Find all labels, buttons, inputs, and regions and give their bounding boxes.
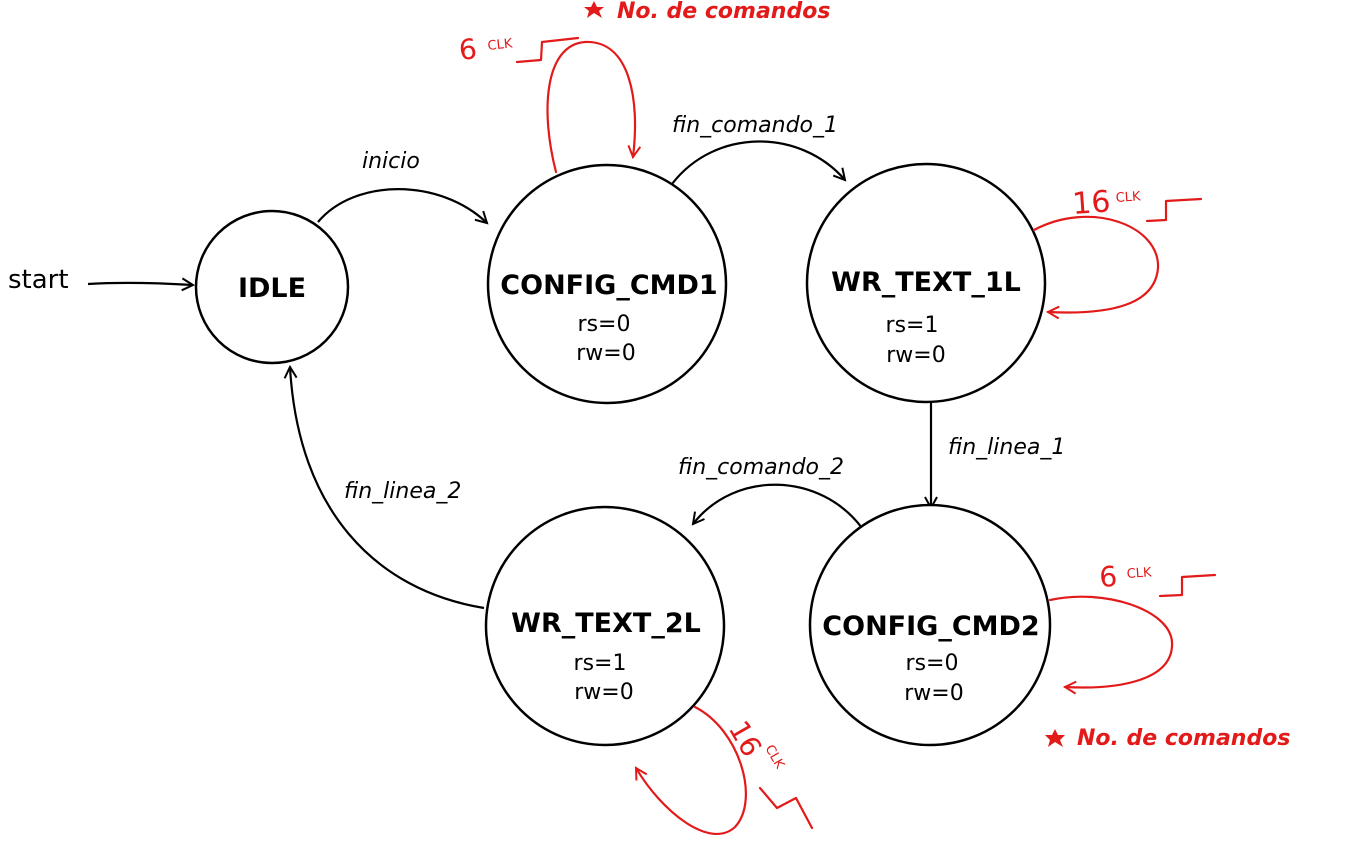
state-wr-text-1l: WR_TEXT_1L rs=1 rw=0 — [805, 162, 1047, 404]
state-config-cmd1-rs: rs=0 — [578, 312, 631, 337]
clk-count-config-cmd1: 6 — [457, 32, 478, 67]
note-bottom-text: No. de comandos — [1077, 726, 1290, 751]
self-loop-wr-text-1l: 16 CLK — [1032, 184, 1203, 313]
clk-unit-wr-text-2l: CLK — [762, 743, 788, 772]
label-fin-comando-1: fin_comando_1 — [672, 113, 838, 138]
state-wr-text-1l-rw: rw=0 — [886, 343, 945, 368]
edge-inicio — [317, 188, 487, 223]
clk-unit-config-cmd1: CLK — [487, 36, 514, 54]
label-fin-comando-2: fin_comando_2 — [678, 455, 844, 480]
state-config-cmd1: CONFIG_CMD1 rs=0 rw=0 — [486, 163, 728, 405]
state-wr-text-1l-name: WR_TEXT_1L — [831, 267, 1021, 298]
clk-unit-config-cmd2: CLK — [1126, 565, 1152, 582]
loop-arrow-config-cmd1 — [546, 40, 636, 174]
loop-arrow-wr-text-2l — [634, 705, 747, 835]
clock-edge-icon — [515, 36, 580, 64]
state-config-cmd2-name: CONFIG_CMD2 — [822, 611, 1039, 642]
clock-edge-icon — [1145, 197, 1203, 223]
state-config-cmd1-name: CONFIG_CMD1 — [500, 270, 717, 301]
state-wr-text-2l-rw: rw=0 — [574, 680, 633, 705]
label-fin-linea-1: fin_linea_1 — [948, 435, 1065, 460]
loop-arrow-wr-text-1l — [1032, 215, 1160, 313]
edge-fin-comando-1 — [671, 140, 845, 185]
note-top: No. de comandos — [584, 0, 830, 24]
self-loop-config-cmd2: 6 CLK — [1048, 560, 1217, 688]
state-idle: IDLE — [194, 209, 350, 365]
note-top-text: No. de comandos — [617, 0, 830, 24]
edge-fin-linea-2 — [290, 367, 485, 610]
state-config-cmd1-rw: rw=0 — [576, 341, 635, 366]
clk-count-wr-text-1l: 16 — [1071, 184, 1112, 222]
clk-count-config-cmd2: 6 — [1098, 560, 1118, 594]
clk-unit-wr-text-1l: CLK — [1115, 189, 1141, 206]
clock-edge-icon — [758, 786, 814, 830]
edge-fin-comando-2 — [693, 483, 863, 529]
state-config-cmd2-rw: rw=0 — [904, 681, 963, 706]
star-icon — [1045, 729, 1065, 747]
clk-count-wr-text-2l: 16 — [722, 715, 768, 762]
note-bottom: No. de comandos — [1045, 726, 1290, 751]
state-idle-name: IDLE — [238, 273, 306, 304]
state-wr-text-2l: WR_TEXT_2L rs=1 rw=0 — [484, 505, 726, 747]
state-wr-text-1l-rs: rs=1 — [886, 313, 939, 338]
label-inicio: inicio — [362, 149, 420, 174]
start-arrow — [87, 283, 193, 285]
loop-arrow-config-cmd2 — [1048, 595, 1174, 688]
start-label: start — [8, 265, 69, 295]
clock-edge-icon — [1158, 573, 1217, 598]
state-config-cmd2-rs: rs=0 — [906, 651, 959, 676]
label-fin-linea-2: fin_linea_2 — [344, 479, 461, 504]
state-wr-text-2l-name: WR_TEXT_2L — [511, 608, 701, 639]
self-loop-config-cmd1: 6 CLK — [457, 32, 636, 174]
state-wr-text-2l-rs: rs=1 — [574, 651, 627, 676]
star-icon — [584, 1, 604, 18]
state-config-cmd2: CONFIG_CMD2 rs=0 rw=0 — [808, 503, 1052, 747]
